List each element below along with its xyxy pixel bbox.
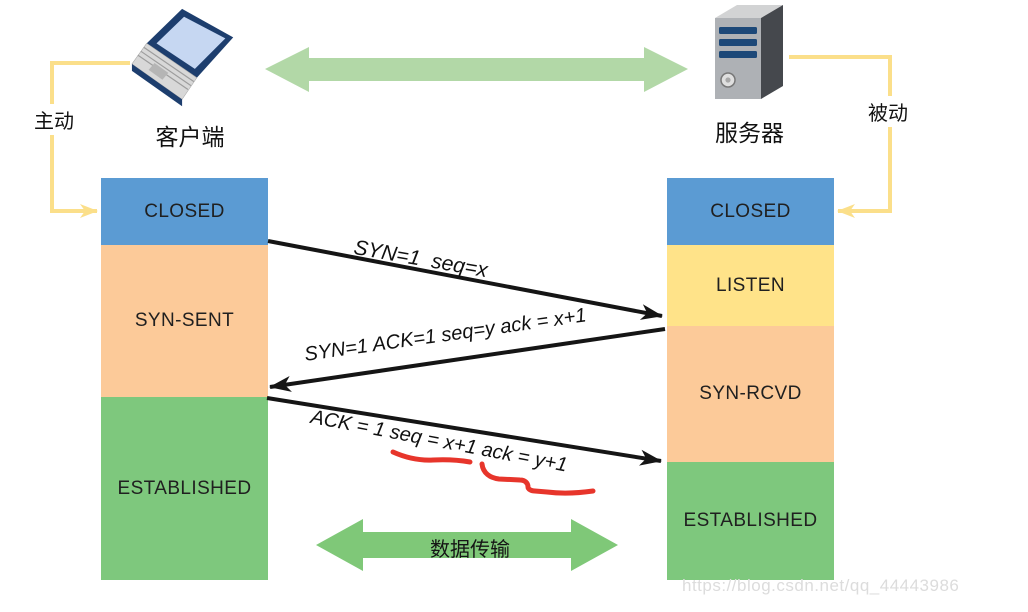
server-device-label: 服务器: [715, 120, 784, 146]
client-server-link-arrow: [265, 47, 688, 92]
laptop-front-edge: [131, 63, 183, 107]
server-icon: [715, 5, 783, 99]
server-state-syn-rcvd: SYN-RCVD: [667, 326, 834, 462]
server-power-button-dot: [725, 77, 731, 83]
syn-ack-message-label: SYN=1 ACK=1 seq=y ack = x+1: [303, 304, 588, 366]
server-side-face: [761, 5, 783, 99]
server-state-established: ESTABLISHED: [667, 462, 834, 580]
syn-message-label: SYN=1 seq=x: [352, 236, 490, 283]
server-top-face: [715, 5, 783, 18]
laptop-icon: [131, 8, 234, 107]
server-state-closed: CLOSED: [667, 178, 834, 245]
laptop-touchpad: [148, 62, 169, 80]
laptop-key-row: [140, 50, 192, 87]
client-device-label: 客户端: [155, 124, 225, 150]
server-role-label: 被动: [864, 96, 912, 127]
client-state-syn-sent: SYN-SENT: [101, 245, 268, 397]
laptop-screen: [156, 16, 226, 69]
server-drive-bay: [719, 51, 757, 58]
client-role-label: 主动: [30, 104, 78, 135]
watermark: https://blog.csdn.net/qq_44443986: [682, 576, 960, 595]
ack-message-label: ACK = 1 seq = x+1 ack = y+1: [308, 406, 570, 477]
client-state-closed: CLOSED: [101, 178, 268, 245]
server-drive-bay: [719, 39, 757, 46]
server-drive-bay: [719, 27, 757, 34]
laptop-key-row: [143, 46, 195, 83]
server-state-listen: LISTEN: [667, 245, 834, 326]
client-state-established: ESTABLISHED: [101, 397, 268, 580]
data-transfer-label: 数据传输: [430, 539, 510, 561]
